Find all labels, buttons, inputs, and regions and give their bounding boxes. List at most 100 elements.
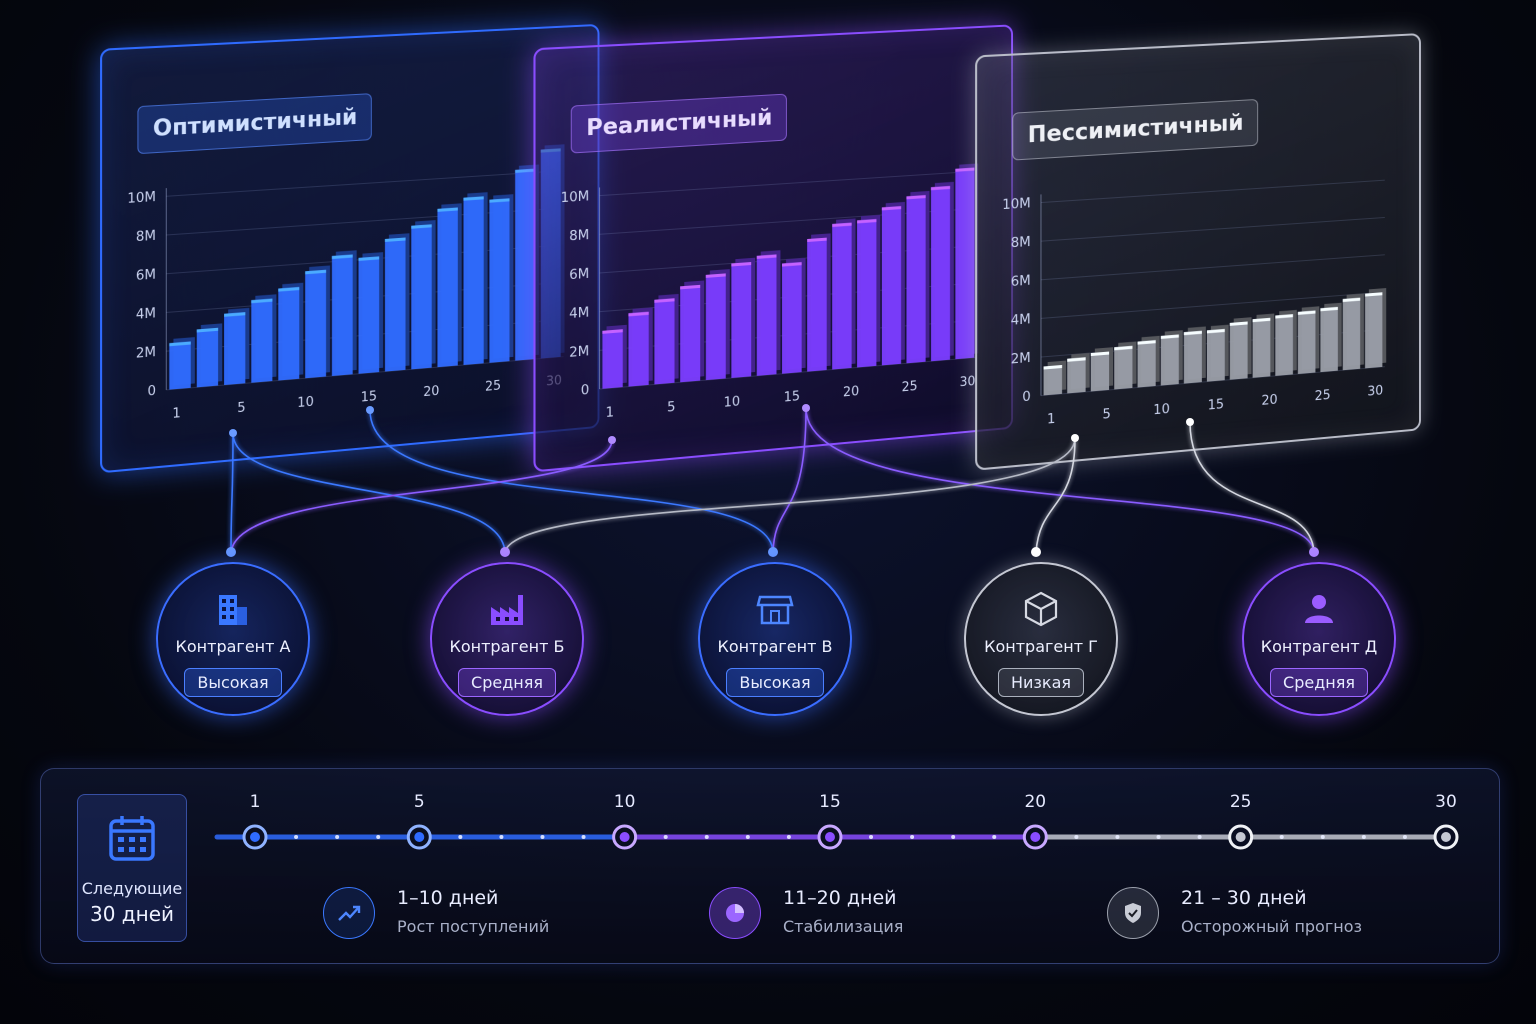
bar-cap — [1206, 328, 1225, 334]
phase-subtitle: Рост поступлений — [397, 917, 550, 936]
y-tick-label: 6M — [1011, 273, 1031, 290]
timeline-tick-label: 10 — [614, 792, 636, 812]
counterparty-node-b[interactable]: Контрагент Б Средняя — [430, 562, 584, 716]
bar — [832, 222, 852, 370]
bar-cap — [384, 237, 406, 242]
period-label-line1: Следующие — [81, 879, 183, 898]
x-tick-label: 5 — [667, 400, 675, 416]
timeline-tick-label: 25 — [1230, 792, 1252, 812]
bar — [489, 198, 510, 363]
bar-shadow — [1071, 352, 1090, 390]
x-tick-label: 5 — [1103, 407, 1111, 423]
x-tick-label: 1 — [1047, 412, 1055, 428]
shield-check-icon — [1107, 887, 1159, 939]
bar — [731, 262, 752, 378]
bar-cap — [705, 273, 726, 278]
bar — [358, 257, 381, 374]
x-tick-label: 15 — [361, 389, 377, 405]
timeline-tick-label: 15 — [819, 792, 841, 812]
bar-cap — [463, 196, 484, 201]
bar — [906, 195, 926, 364]
timeline-tick-label: 1 — [250, 792, 261, 812]
timeline-minor-dot — [951, 835, 956, 839]
timeline-minor-dot — [540, 835, 545, 839]
counterparty-name: Контрагент А — [175, 637, 291, 656]
x-tick-label: 15 — [1208, 397, 1224, 413]
reliability-badge: Средняя — [1270, 668, 1368, 697]
bar — [463, 196, 484, 365]
bar-cap — [1137, 340, 1156, 345]
reliability-badge: Высокая — [184, 668, 282, 697]
building-icon — [219, 595, 247, 625]
user-icon — [1305, 595, 1333, 623]
calendar-icon — [109, 816, 155, 861]
y-tick-label: 2M — [569, 344, 589, 361]
y-tick-label: 2M — [136, 345, 156, 362]
counterparty-node-v[interactable]: Контрагент В Высокая — [698, 562, 852, 716]
phase-1: 1–10 дней Рост поступлений — [323, 887, 549, 939]
bar — [515, 168, 536, 361]
timeline-minor-dot — [1361, 835, 1366, 839]
x-tick-label: 20 — [423, 384, 439, 400]
y-tick-label: 4M — [569, 305, 589, 322]
bar — [437, 207, 458, 368]
bar — [1275, 314, 1293, 376]
y-tick-label: 2M — [1011, 351, 1031, 368]
bar — [305, 269, 327, 379]
gridline — [166, 171, 563, 197]
counterparty-node-d[interactable]: Контрагент Д Средняя — [1242, 562, 1396, 716]
timeline-tick-label: 5 — [414, 792, 425, 812]
timeline-milestone-core — [619, 832, 630, 842]
timeline-minor-dot — [663, 835, 668, 839]
bar — [930, 186, 951, 362]
bar — [1320, 306, 1338, 373]
timeline-minor-dot — [704, 835, 709, 839]
trending-up-icon — [323, 887, 375, 939]
bar — [955, 167, 975, 360]
x-tick-label: 25 — [485, 379, 501, 395]
counterparty-name: Контрагент Б — [449, 637, 565, 656]
timeline-minor-dot — [745, 835, 750, 839]
counterparty-name: Контрагент В — [717, 637, 833, 656]
bar-cap — [1183, 330, 1202, 336]
gridline — [1041, 180, 1385, 202]
bar-shadow — [1047, 360, 1067, 392]
bar — [169, 341, 191, 390]
phase-title: 21 – 30 дней — [1181, 887, 1307, 909]
timeline-minor-dot — [499, 835, 504, 839]
bar — [331, 254, 353, 376]
y-tick-label: 8M — [136, 229, 156, 246]
timeline-minor-dot — [992, 835, 997, 839]
x-tick-label: 25 — [1315, 388, 1331, 404]
timeline-milestone-core — [824, 832, 835, 842]
bar-cap — [411, 224, 432, 229]
timeline-minor-dot — [1402, 835, 1407, 839]
x-tick-label: 1 — [606, 405, 614, 421]
bar — [1090, 351, 1110, 392]
counterparty-name: Контрагент Г — [984, 637, 1098, 656]
y-tick-label: 0 — [147, 384, 156, 400]
timeline-minor-dot — [1197, 835, 1202, 839]
reliability-badge: Высокая — [726, 668, 824, 697]
y-tick-label: 4M — [136, 306, 156, 323]
bar-cap — [1160, 334, 1179, 339]
timeline-minor-dot — [376, 835, 381, 839]
timeline-milestone-core — [1441, 832, 1451, 842]
bar-cap — [857, 219, 877, 224]
bar-cap — [807, 237, 827, 243]
timeline-tick-label: 20 — [1024, 792, 1046, 812]
timeline-milestone-core — [1030, 832, 1041, 842]
bar — [705, 273, 726, 381]
reliability-badge: Низкая — [997, 668, 1085, 697]
timeline-minor-dot — [458, 835, 463, 839]
y-tick-label: 0 — [581, 383, 590, 399]
counterparty-node-a[interactable]: Контрагент А Высокая — [156, 562, 310, 716]
timeline-minor-dot — [869, 835, 874, 839]
counterparty-node-g[interactable]: Контрагент Г Низкая — [964, 562, 1118, 716]
bar — [196, 327, 219, 388]
